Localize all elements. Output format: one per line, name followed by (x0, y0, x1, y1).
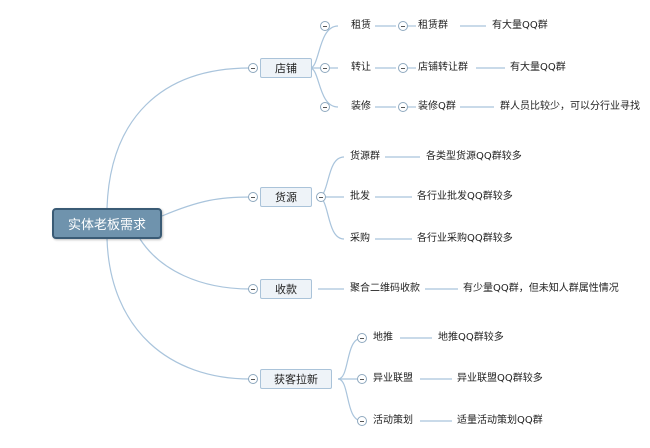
collapse-toggle-icon[interactable] (248, 284, 258, 294)
node-zulin[interactable]: 租赁 (351, 20, 371, 31)
link-root-shoukuan (139, 238, 251, 290)
root-label: 实体老板需求 (67, 218, 146, 233)
collapse-toggle-icon[interactable] (320, 63, 330, 73)
node-juhe[interactable]: 聚合二维码收款 (350, 283, 420, 294)
node-huodong[interactable]: 活动策划 (373, 415, 413, 426)
node-huoyuanqun[interactable]: 货源群 (350, 151, 380, 162)
note-yiye[interactable]: 异业联盟QQ群较多 (457, 373, 543, 384)
link-root-dianpu (106, 67, 251, 209)
note-juhe[interactable]: 有少量QQ群，但未知人群属性情况 (463, 283, 619, 294)
node-zhuanrang[interactable]: 转让 (351, 62, 371, 73)
category-huoyuan[interactable]: 货源 (260, 187, 312, 207)
category-huoke[interactable]: 获客拉新 (260, 369, 332, 389)
node-zhuangxiu[interactable]: 装修 (351, 101, 371, 112)
root-node[interactable]: 实体老板需求 (52, 208, 162, 239)
node-caigou[interactable]: 采购 (350, 233, 370, 244)
note-zulin[interactable]: 有大量QQ群 (492, 20, 548, 31)
category-dianpu[interactable]: 店铺 (260, 58, 312, 78)
collapse-toggle-icon[interactable] (357, 416, 367, 426)
node-ditui[interactable]: 地推 (373, 332, 393, 343)
collapse-toggle-icon[interactable] (357, 374, 367, 384)
note-pifa[interactable]: 各行业批发QQ群较多 (417, 191, 513, 202)
collapse-toggle-icon[interactable] (248, 192, 258, 202)
node-zhuangxiu-group[interactable]: 装修Q群 (418, 101, 456, 112)
collapse-toggle-icon[interactable] (248, 374, 258, 384)
collapse-toggle-icon[interactable] (398, 21, 408, 31)
collapse-toggle-icon[interactable] (357, 333, 367, 343)
collapse-toggle-icon[interactable] (398, 63, 408, 73)
note-huoyuanqun[interactable]: 各类型货源QQ群较多 (426, 151, 522, 162)
note-caigou[interactable]: 各行业采购QQ群较多 (417, 233, 513, 244)
category-shoukuan[interactable]: 收款 (260, 279, 312, 299)
node-zhuanrang-group[interactable]: 店铺转让群 (418, 62, 468, 73)
collapse-toggle-icon[interactable] (320, 102, 330, 112)
node-zulin-group[interactable]: 租赁群 (418, 20, 448, 31)
note-ditui[interactable]: 地推QQ群较多 (438, 332, 504, 343)
link-root-huoyuan (161, 196, 251, 217)
node-yiye[interactable]: 异业联盟 (373, 373, 413, 384)
collapse-toggle-icon[interactable] (316, 192, 326, 202)
note-zhuangxiu[interactable]: 群人员比较少，可以分行业寻找 (500, 101, 640, 112)
node-pifa[interactable]: 批发 (350, 191, 370, 202)
link-root-huoke (106, 238, 251, 380)
collapse-toggle-icon[interactable] (248, 63, 258, 73)
note-zhuanrang[interactable]: 有大量QQ群 (510, 62, 566, 73)
collapse-toggle-icon[interactable] (398, 102, 408, 112)
collapse-toggle-icon[interactable] (320, 21, 330, 31)
note-huodong[interactable]: 适量活动策划QQ群 (457, 415, 543, 426)
